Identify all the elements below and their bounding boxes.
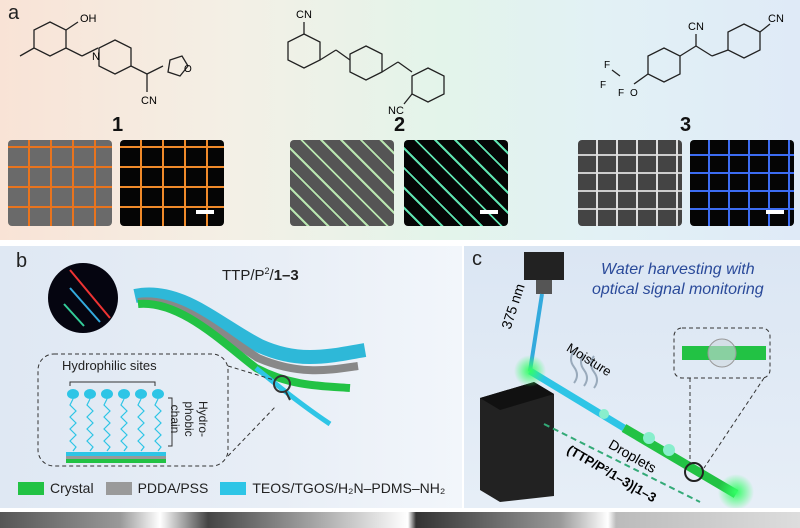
panel-a: a OH N CN O CN NC F F F O CN CN 1 2 3	[0, 0, 800, 240]
legend-label: Crystal	[50, 480, 94, 496]
atom-o: O	[184, 64, 192, 75]
fiber-title: TTP/P2/1–3	[222, 266, 299, 284]
legend: Crystal PDDA/PSS TEOS/TGOS/H₂N–PDMS–NH₂	[18, 480, 445, 496]
scale-bar	[766, 210, 784, 214]
legend-label: PDDA/PSS	[137, 480, 209, 496]
water-harvesting-illustration	[480, 252, 771, 508]
compound-number: 3	[680, 114, 692, 136]
crystal-photo-bright	[290, 140, 394, 226]
hydrophobic-line: phobic	[182, 401, 196, 437]
atom-oh: OH	[80, 13, 97, 25]
crystal-photo-dark	[404, 140, 508, 226]
hydrophobic-chains	[69, 398, 162, 452]
legend-swatch-crystal	[18, 481, 44, 495]
panel-c-title: Water harvesting with optical signal moni…	[592, 260, 764, 300]
legend-swatch-pdda	[105, 481, 132, 495]
atom-f: F	[604, 60, 610, 71]
hydrophobic-line: chain	[168, 404, 182, 434]
atom-n: N	[92, 51, 100, 63]
structure-3	[611, 23, 771, 85]
holder-block	[480, 382, 554, 502]
legend-label: TEOS/TGOS/H₂N–PDMS–NH₂	[252, 480, 446, 496]
next-panel-images-strip	[0, 512, 800, 528]
hydrophobic-line: Hydro-	[196, 400, 210, 437]
laser-icon	[524, 252, 564, 280]
moisture-icon	[570, 350, 598, 389]
panel-label: a	[8, 2, 20, 24]
title-line: optical signal monitoring	[592, 281, 764, 298]
title-sup: 2	[264, 266, 270, 276]
structure-2	[287, 22, 445, 105]
atom-nc: NC	[388, 105, 404, 117]
legend-swatch-teos	[220, 481, 247, 495]
title-bold: 1–3	[273, 267, 299, 284]
atom-cn: CN	[768, 13, 784, 25]
fiber-illustration	[37, 263, 367, 467]
compound-number: 1	[112, 114, 124, 136]
title-line: Water harvesting with	[601, 261, 755, 278]
scale-bar	[196, 210, 214, 214]
atom-o: O	[630, 88, 638, 99]
title-text: TTP/P	[222, 267, 265, 284]
panel-label: c	[472, 248, 482, 270]
panel-c: c Water harvesting with optical signal mo…	[464, 246, 800, 508]
fluorescence-inset	[48, 263, 118, 333]
structure-1	[19, 21, 189, 92]
panel-label: b	[16, 250, 28, 272]
title-slash: /	[269, 267, 274, 284]
atom-cn: CN	[141, 95, 157, 107]
hydrophilic-label: Hydrophilic sites	[62, 358, 157, 373]
magnifier-icon	[273, 375, 291, 393]
arrow	[543, 423, 701, 503]
crystal-photo-bright	[578, 140, 682, 226]
crystal-photo-bright	[8, 140, 112, 226]
atom-cn: CN	[688, 21, 704, 33]
crystal-photo-dark	[120, 140, 224, 226]
magnifier-icon	[684, 462, 704, 482]
crystal-photo-dark	[690, 140, 794, 226]
atom-cn: CN	[296, 9, 312, 21]
panel-b: b TTP/P2/1–3 Hydrophilic sites Hydro-pho…	[0, 246, 462, 508]
atom-f: F	[618, 88, 624, 99]
hydrophilic-heads	[67, 389, 164, 399]
chemical-structures: OH N CN O CN NC F F F O CN CN	[19, 9, 784, 117]
scale-bar	[480, 210, 498, 214]
compound-number: 2	[394, 114, 406, 136]
atom-f: F	[600, 80, 606, 91]
